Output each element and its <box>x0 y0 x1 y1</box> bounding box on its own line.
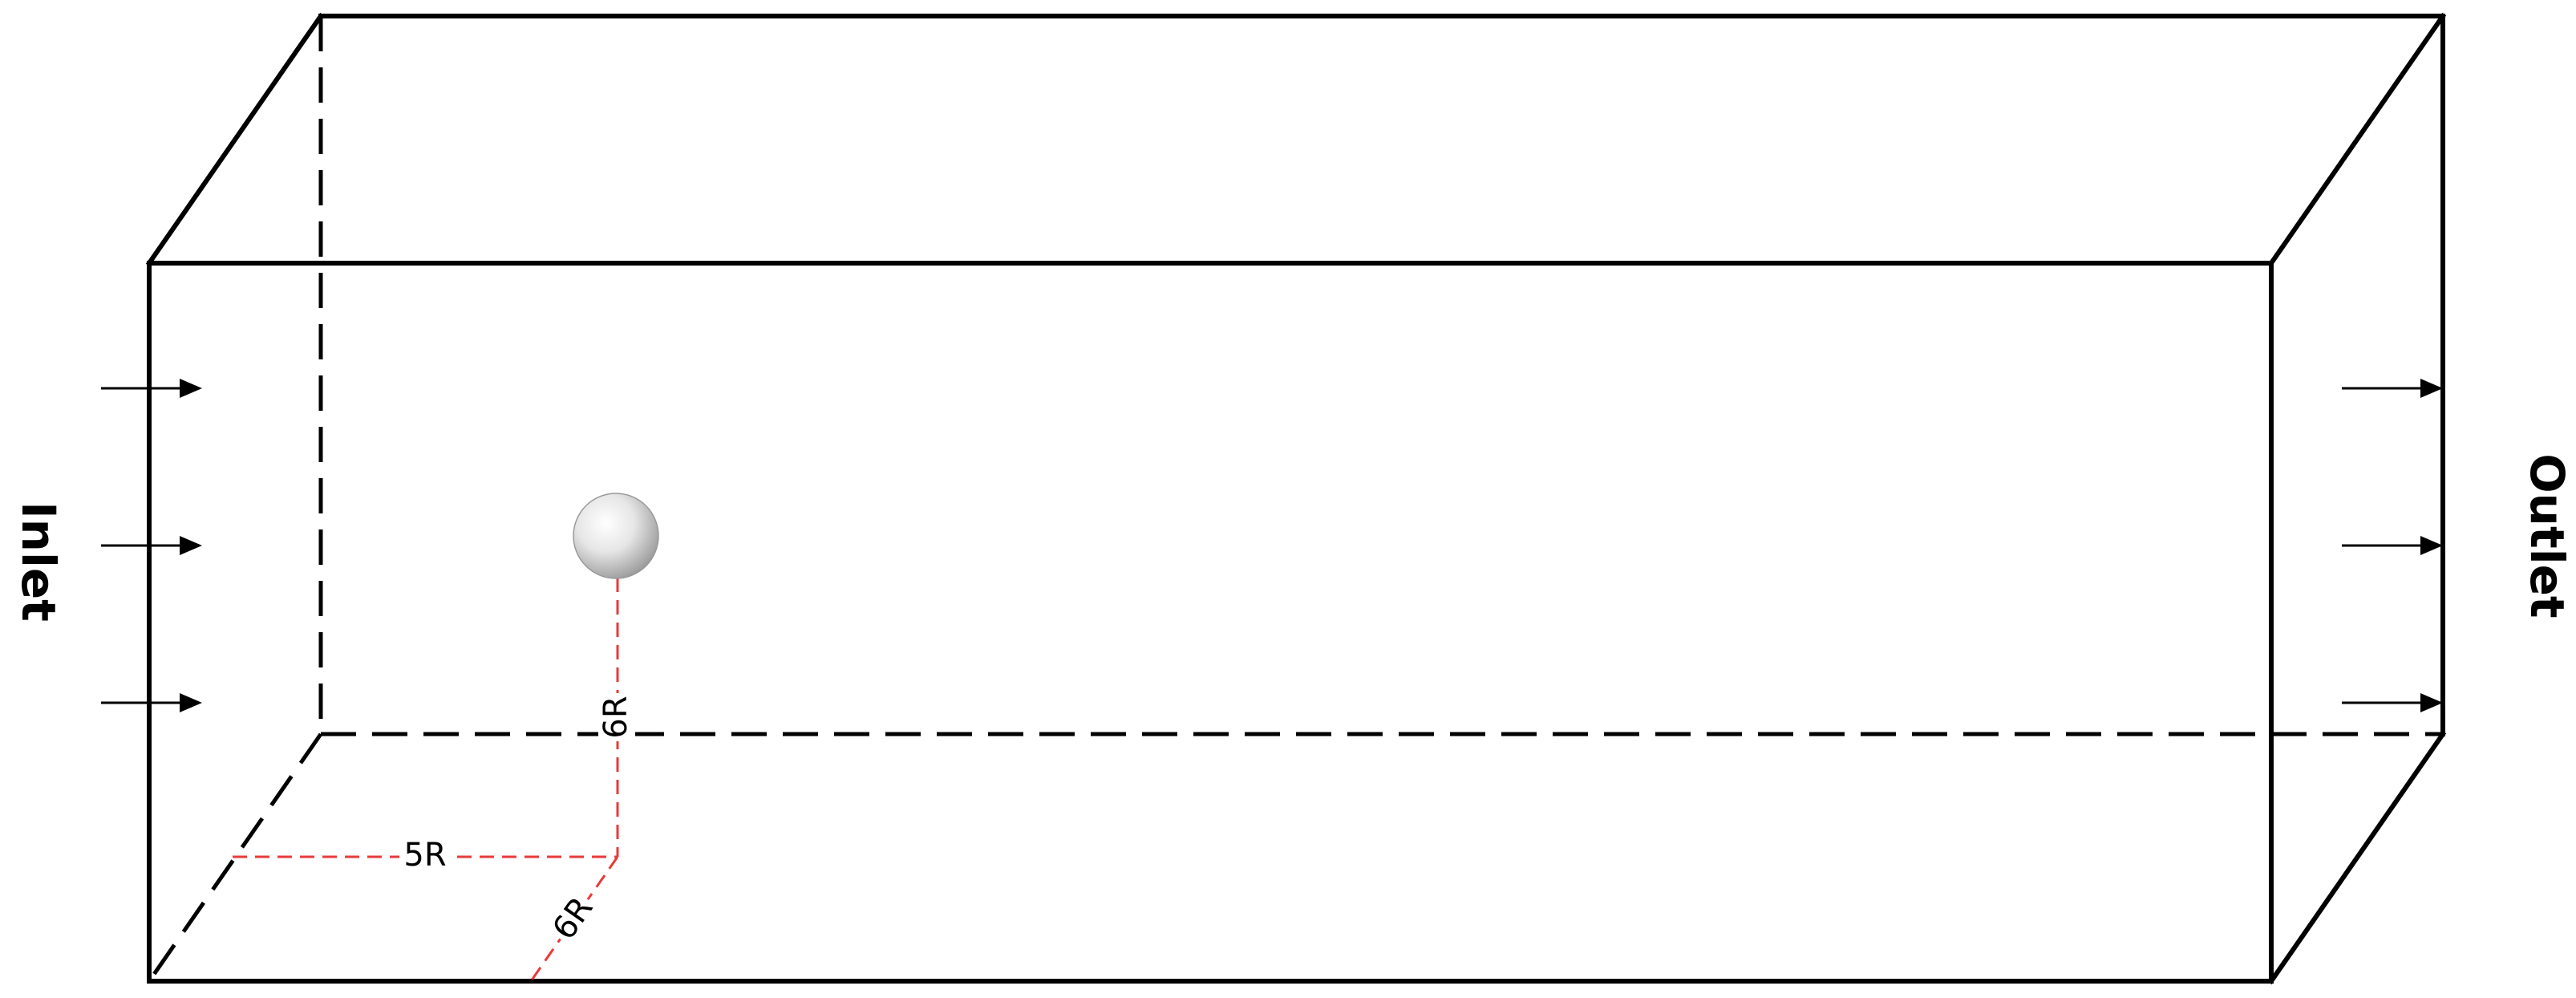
right-arrow-icon <box>2342 536 2443 555</box>
right-arrow-icon <box>101 536 202 555</box>
sphere-icon <box>573 493 659 579</box>
right-arrow-icon <box>101 379 202 398</box>
inlet-arrows <box>101 379 202 712</box>
dimension-labels: 6R 5R 6R <box>399 693 635 950</box>
hidden-edges <box>147 16 2443 983</box>
top-right-depth-edge <box>2267 12 2447 267</box>
front-dimension-label: 6R <box>545 890 600 947</box>
visible-edges <box>145 12 2447 985</box>
inlet-label: Inlet <box>11 501 66 622</box>
right-arrow-icon <box>101 693 202 712</box>
outlet-arrows <box>2342 379 2443 712</box>
height-dimension-label: 6R <box>597 696 634 738</box>
outlet-label: Outlet <box>2520 453 2574 618</box>
front-face <box>147 261 2274 984</box>
bottom-right-depth-edge <box>2267 730 2447 985</box>
top-left-depth-edge <box>145 12 325 267</box>
right-arrow-icon <box>2342 379 2443 398</box>
side-dimension-label: 5R <box>403 837 446 874</box>
right-arrow-icon <box>2342 693 2443 712</box>
